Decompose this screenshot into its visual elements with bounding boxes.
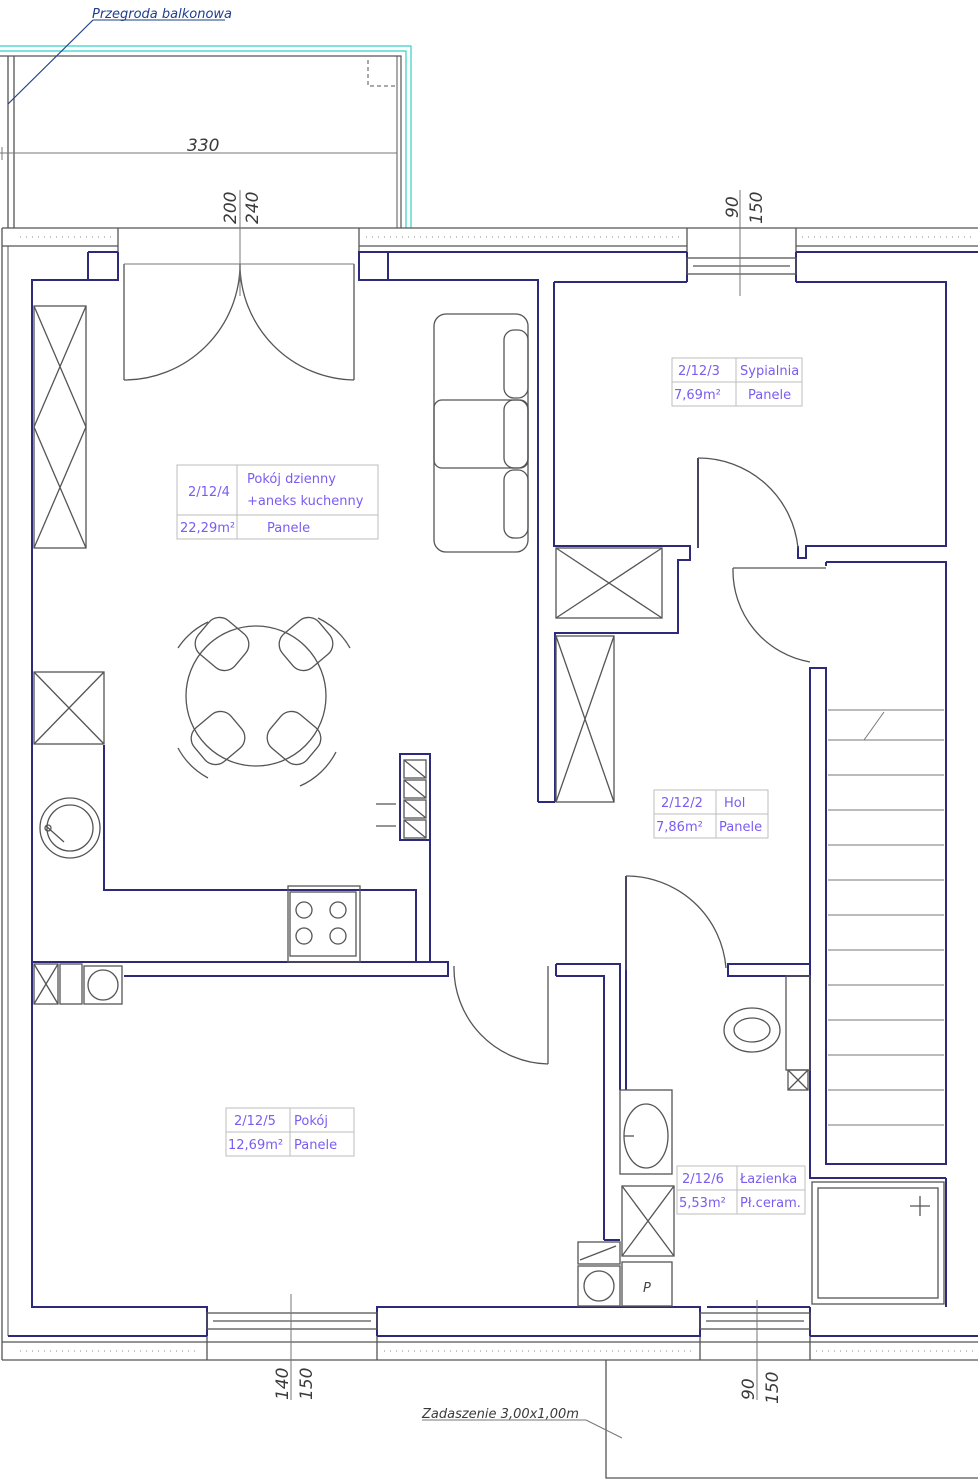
- doors: [123, 263, 826, 1065]
- balcony: [0, 19, 412, 228]
- room-area: 7,69m²: [674, 388, 721, 403]
- room-window-dimension-1: 140: [273, 1368, 293, 1400]
- room-label-room: 2/12/5 Pokój 12,69m² Panele: [225, 1107, 355, 1157]
- bath-window-dimension-1: 90: [739, 1378, 759, 1400]
- bath-window-dimension-2: 150: [763, 1372, 783, 1404]
- room-id: 2/12/5: [234, 1114, 276, 1129]
- outer-walls: [1, 227, 978, 1361]
- room-id: 2/12/6: [682, 1172, 724, 1187]
- room-name: Sypialnia: [740, 364, 799, 379]
- room-floor: Panele: [719, 820, 762, 835]
- room-floor: Panele: [267, 521, 310, 536]
- room-label-living: 2/12/4 Pokój dzienny +aneks kuchenny 22,…: [176, 464, 379, 540]
- bedroom-window-dimension-2: 150: [747, 192, 767, 224]
- room-id: 2/12/3: [678, 364, 720, 379]
- room-name-line2: +aneks kuchenny: [247, 494, 364, 509]
- room-id: 2/12/4: [188, 485, 230, 500]
- room-label-hall: 2/12/2 Hol 7,86m² Panele: [653, 789, 769, 839]
- room-name: Łazienka: [739, 1172, 797, 1187]
- balcony-width-dimension: 330: [187, 136, 219, 156]
- room-label-bedroom: 2/12/3 Sypialnia 7,69m² Panele: [671, 357, 803, 407]
- room-area: 12,69m²: [228, 1138, 283, 1153]
- room-name: Pokój dzienny: [247, 472, 336, 487]
- room-window-dimension-2: 150: [297, 1368, 317, 1400]
- room-area: 5,53m²: [679, 1196, 726, 1211]
- canopy-note: Zadaszenie 3,00x1,00m: [421, 1407, 579, 1422]
- windows: [206, 257, 811, 1330]
- room-label-bathroom: 2/12/6 Łazienka 5,53m² Pł.ceram.: [676, 1165, 806, 1215]
- room-floor: Panele: [748, 388, 791, 403]
- room-area: 7,86m²: [656, 820, 703, 835]
- walls: [8, 251, 978, 1337]
- room-name: Pokój: [294, 1114, 328, 1129]
- door-dimension-2: 240: [243, 192, 263, 224]
- boiler-label: P: [643, 1281, 651, 1296]
- room-area: 22,29m²: [180, 521, 235, 536]
- room-name: Hol: [724, 796, 745, 811]
- canopy: [422, 1360, 978, 1479]
- room-floor: Pł.ceram.: [740, 1196, 801, 1211]
- dimension-lines: [239, 190, 758, 1400]
- room-floor: Panele: [294, 1138, 337, 1153]
- balcony-partition-note: Przegroda balkonowa: [92, 7, 232, 22]
- room-id: 2/12/2: [661, 796, 703, 811]
- furniture: [33, 305, 945, 1307]
- door-dimension-1: 200: [221, 192, 241, 224]
- bedroom-window-dimension-1: 90: [723, 196, 743, 218]
